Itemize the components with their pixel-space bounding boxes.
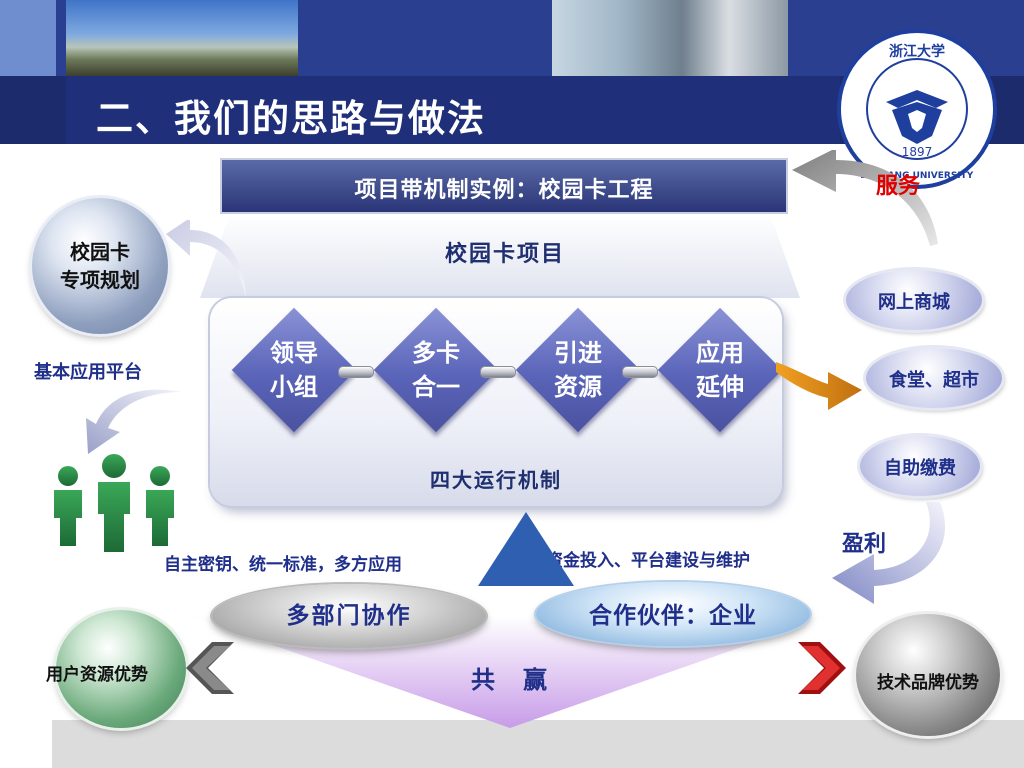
mechanism-3-line2: 资源 [554, 372, 602, 401]
mechanism-4-line2: 延伸 [696, 372, 744, 401]
plan-sphere [32, 198, 168, 334]
mechanism-2-line2: 合一 [412, 372, 460, 401]
connector-1 [338, 366, 374, 378]
right-caption: 资金投入、平台建设与维护 [546, 551, 750, 571]
arrow-to-plan-icon [160, 220, 250, 300]
project-label: 校园卡项目 [444, 241, 565, 267]
mechanism-4-line1: 应用 [696, 338, 744, 367]
pill-online-mall-text: 网上商城 [878, 292, 950, 313]
user-sphere [56, 610, 186, 728]
mechanism-1-line1: 领导 [270, 338, 318, 367]
basic-platform-label: 基本应用平台 [34, 362, 142, 383]
plan-line1: 校园卡 [70, 240, 130, 264]
header-text: 项目带机制实例：校园卡工程 [354, 177, 654, 203]
pill-online-mall [846, 270, 982, 330]
mechanism-label: 四大运行机制 [430, 468, 562, 492]
profit-label: 盈利 [842, 531, 887, 557]
logo-chinese: 浙江大学 [889, 43, 945, 60]
multi-dept-ellipse [212, 584, 486, 648]
left-caption: 自主密钥、统一标准，多方应用 [164, 555, 402, 575]
plan-text: 校园卡 专项规划 [32, 238, 168, 294]
mechanism-1-line2: 小组 [270, 372, 318, 401]
logo-english: ZHEJIANG UNIVERSITY [861, 171, 974, 181]
pill-canteen-text: 食堂、超市 [889, 370, 979, 391]
mechanism-2-text: 多卡 合一 [376, 336, 496, 404]
top-banner-left-block [0, 0, 56, 76]
winwin-text: 共 赢 [471, 665, 549, 694]
mechanism-3-text: 引进 资源 [518, 336, 638, 404]
title-bar-inner [66, 76, 840, 144]
partner-text: 合作伙伴：企业 [589, 602, 757, 629]
pill-self-pay [860, 436, 980, 496]
center-triangle [478, 512, 574, 586]
arrow-to-users-icon [84, 388, 184, 458]
university-logo: 1897 浙江大学 ZHEJIANG UNIVERSITY [836, 28, 998, 190]
mechanism-2-line1: 多卡 [412, 338, 460, 367]
orange-arrow-icon [774, 358, 864, 414]
mechanism-1-text: 领导 小组 [234, 336, 354, 404]
chevron-left-icon [184, 640, 236, 696]
partner-ellipse [536, 582, 810, 646]
service-arrow-icon [790, 150, 940, 250]
tech-advantage-label: 技术品牌优势 [877, 673, 979, 693]
project-fan [190, 214, 810, 304]
logo-year: 1897 [902, 145, 933, 159]
header-box [220, 158, 788, 214]
tech-sphere [856, 614, 1000, 736]
bottom-band [52, 720, 1024, 768]
chevron-right-icon [796, 640, 848, 696]
connector-2 [480, 366, 516, 378]
plan-line2: 专项规划 [60, 268, 140, 292]
mechanism-4-text: 应用 延伸 [660, 336, 780, 404]
pill-canteen [866, 348, 1002, 408]
service-label: 服务 [876, 173, 921, 199]
profit-arrow-icon [830, 500, 960, 610]
campus-photo-lake [66, 0, 298, 76]
campus-photo-building [552, 0, 788, 76]
mechanism-3-line1: 引进 [554, 338, 602, 367]
connector-3 [622, 366, 658, 378]
page-title: 二、我们的思路与做法 [96, 96, 486, 140]
pill-self-pay-text: 自助缴费 [884, 458, 956, 479]
multi-dept-text: 多部门协作 [286, 602, 412, 629]
user-advantage-label: 用户资源优势 [46, 665, 148, 685]
users-group-icon [44, 452, 184, 556]
